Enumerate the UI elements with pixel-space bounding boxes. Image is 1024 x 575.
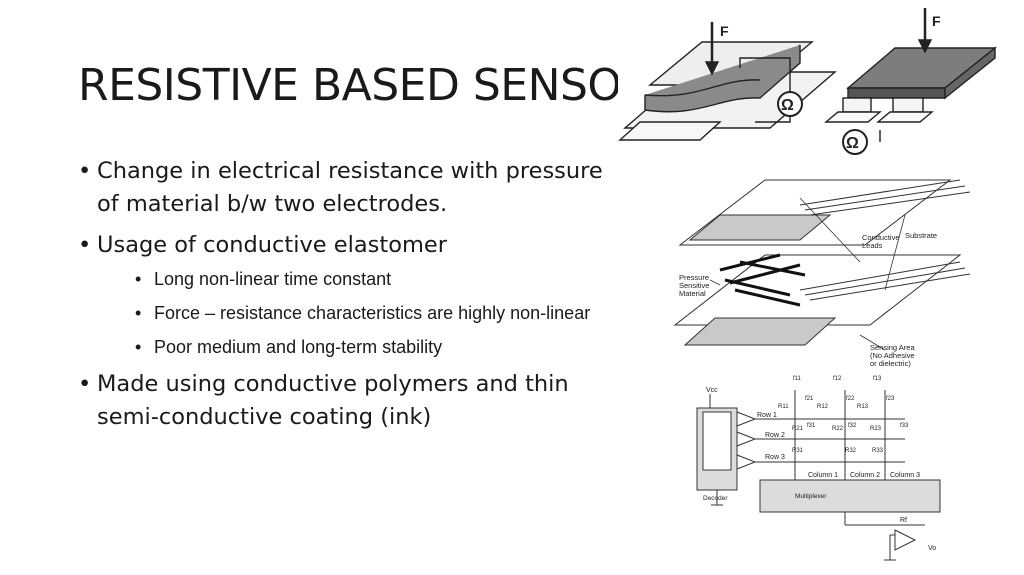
force-label: f23 (886, 396, 895, 402)
right-sensor-drawing (824, 8, 997, 142)
sub-bullet-item: Long non-linear time constant (135, 266, 618, 292)
column-label-3: Column 3 (890, 472, 920, 479)
matrix-circuit (696, 390, 941, 561)
force-label: f31 (807, 423, 816, 429)
force-label: f32 (848, 423, 857, 429)
resistor-labels: R11 R12 R13 R21 R22 R23 R31 R32 R33 (778, 404, 884, 454)
ohm-label-left: Ω (781, 97, 794, 114)
resistor-label: R12 (817, 404, 829, 410)
force-label: f33 (900, 423, 909, 429)
substrate-label: Substrate (905, 231, 937, 240)
vo-label: Vo (928, 545, 936, 552)
force-label-right: F (932, 13, 941, 29)
row-label-2: Row 2 (765, 432, 785, 439)
force-label: f22 (846, 396, 855, 402)
force-label: f11 (793, 376, 802, 382)
rf-label: Rf (900, 517, 907, 524)
pressure-material-strips (719, 253, 806, 307)
ohmmeter-left (777, 91, 803, 117)
resistor-label: R32 (845, 448, 857, 454)
resistor-label: R31 (792, 448, 804, 454)
ohmmeter-right (842, 129, 868, 155)
sub-bullet-item: Force – resistance characteristics are h… (135, 300, 618, 326)
bullet-item: Usage of conductive elastomer Long non-l… (78, 229, 618, 360)
force-label: f13 (873, 376, 882, 382)
vcc-label: Vcc (706, 387, 718, 394)
force-labels: f11 f12 f13 f21 f22 f23 f31 f32 f33 (793, 376, 909, 429)
force-label: f21 (805, 396, 814, 402)
left-sensor-drawing (618, 22, 837, 141)
sub-bullet-item: Poor medium and long-term stability (135, 334, 618, 360)
force-label-left: F (720, 23, 729, 39)
sub-bullet-list: Long non-linear time constant Force – re… (97, 266, 618, 360)
column-label-1: Column 1 (808, 472, 838, 479)
row-label-3: Row 3 (765, 454, 785, 461)
force-label: f12 (833, 376, 842, 382)
resistor-label: R22 (832, 426, 844, 432)
ohm-label-right: Ω (846, 135, 859, 152)
resistor-label: R23 (870, 426, 882, 432)
resistor-label: R13 (857, 404, 869, 410)
resistor-label: R33 (872, 448, 884, 454)
slide-title: RESISTIVE BASED SENSORS (78, 60, 618, 111)
multiplexer-label: Multiplexer (795, 493, 827, 500)
bullet-list: Change in electrical resistance with pre… (78, 155, 618, 442)
bullet-text: Usage of conductive elastomer (97, 232, 447, 258)
resistor-label: R11 (778, 404, 789, 410)
bullet-item: Made using conductive polymers and thin … (78, 368, 618, 434)
layered-sensor-drawing (673, 179, 971, 351)
bullet-item: Change in electrical resistance with pre… (78, 155, 618, 221)
decoder-label: Decoder (703, 495, 728, 502)
column-label-2: Column 2 (850, 472, 880, 479)
row-label-1: Row 1 (757, 412, 777, 419)
resistor-label: R21 (792, 426, 804, 432)
